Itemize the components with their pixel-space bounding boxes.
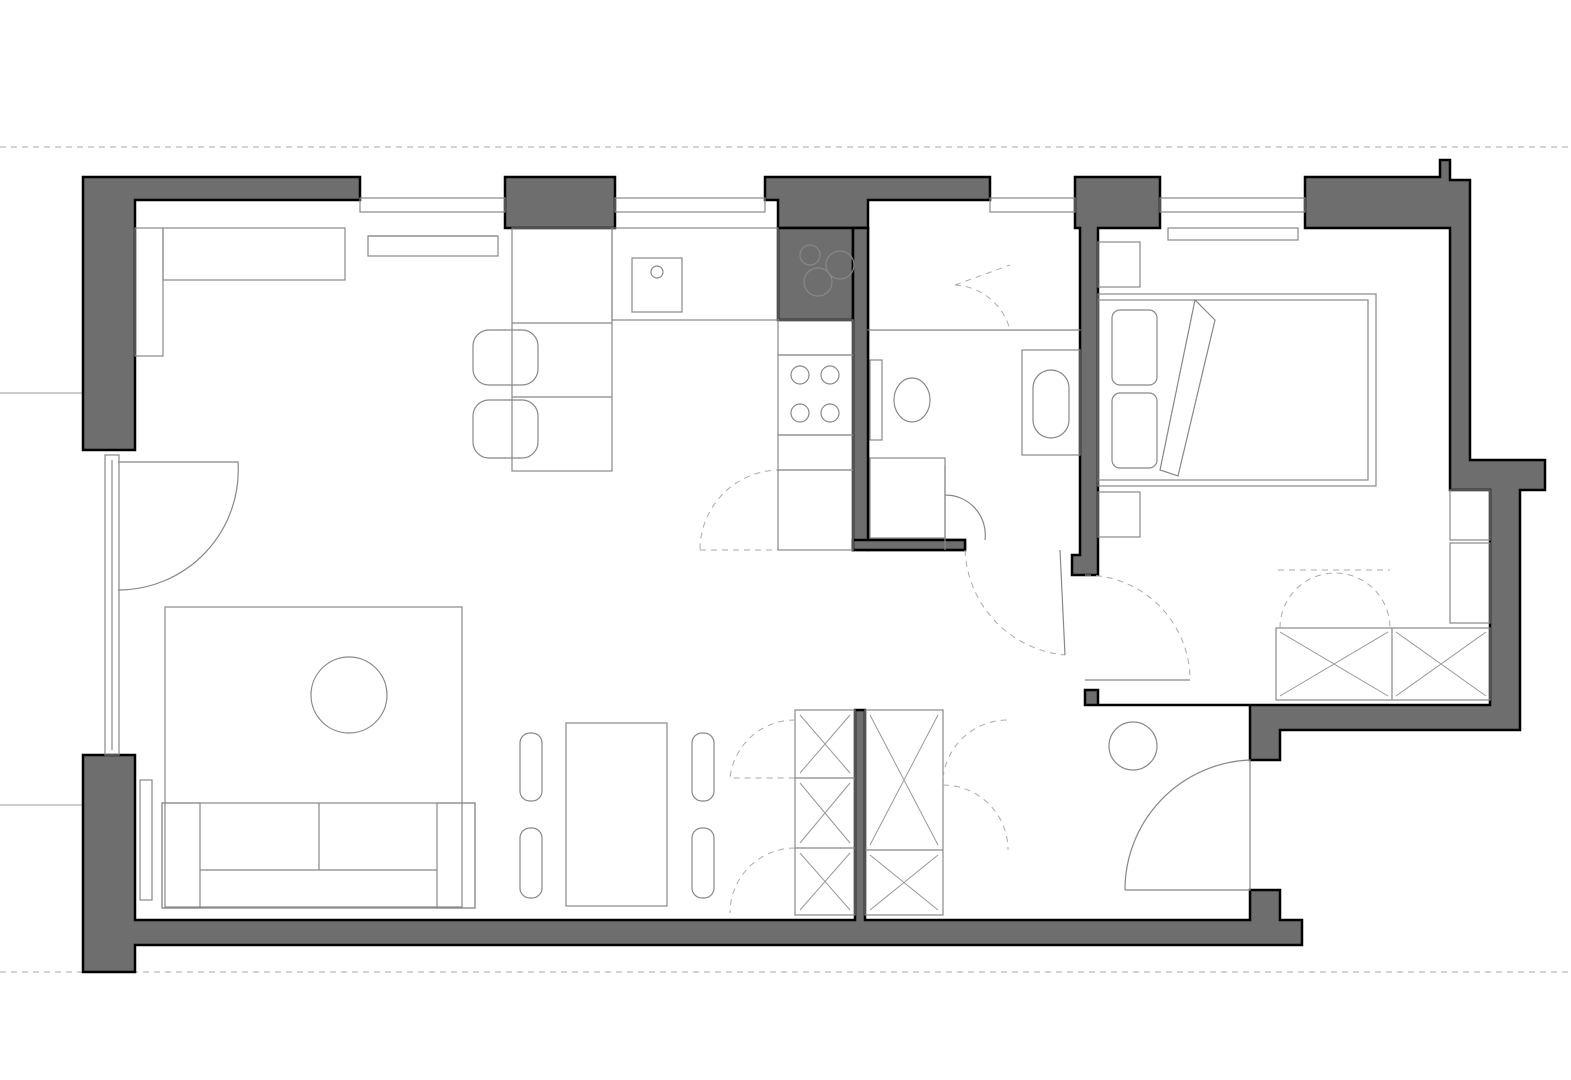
balcony-door-swing [117,461,239,591]
hall-wardrobe [794,709,944,916]
washbasin-cabinet [1021,349,1081,456]
bathroom [867,329,1081,539]
bed [1097,293,1377,487]
pillow [1111,309,1158,386]
coffee-table [310,656,388,734]
wall-segment [503,175,617,230]
sink [631,257,683,313]
wall-segment [851,538,967,552]
sideboard [134,227,164,357]
dining-table [519,722,715,907]
pillow [1111,392,1158,469]
toilet [893,377,931,423]
bedroom [1097,241,1491,701]
kitchen [472,227,855,551]
wall-segment [851,226,870,552]
window-2 [614,197,766,213]
stove [777,354,854,436]
wall-segment [81,175,362,452]
window-4 [1159,197,1306,241]
living-furniture [134,227,715,909]
rug [164,606,463,908]
washing-machine [869,457,946,539]
boundary-lines [0,146,1571,973]
entrance-door-swing [1124,759,1251,891]
window-3 [989,197,1076,213]
window-1 [359,197,506,257]
windows [104,197,1306,756]
wall-segment [1083,158,1547,762]
bedroom-wardrobe [1275,627,1491,701]
wall-segment [1070,175,1162,577]
sofa [161,802,476,909]
walls [81,158,1547,974]
balcony-door [104,454,120,756]
wall-segment [763,175,992,230]
hallway [729,709,1158,916]
wall-segment [776,226,967,552]
washbasin [1032,369,1070,439]
radiator [139,779,153,901]
